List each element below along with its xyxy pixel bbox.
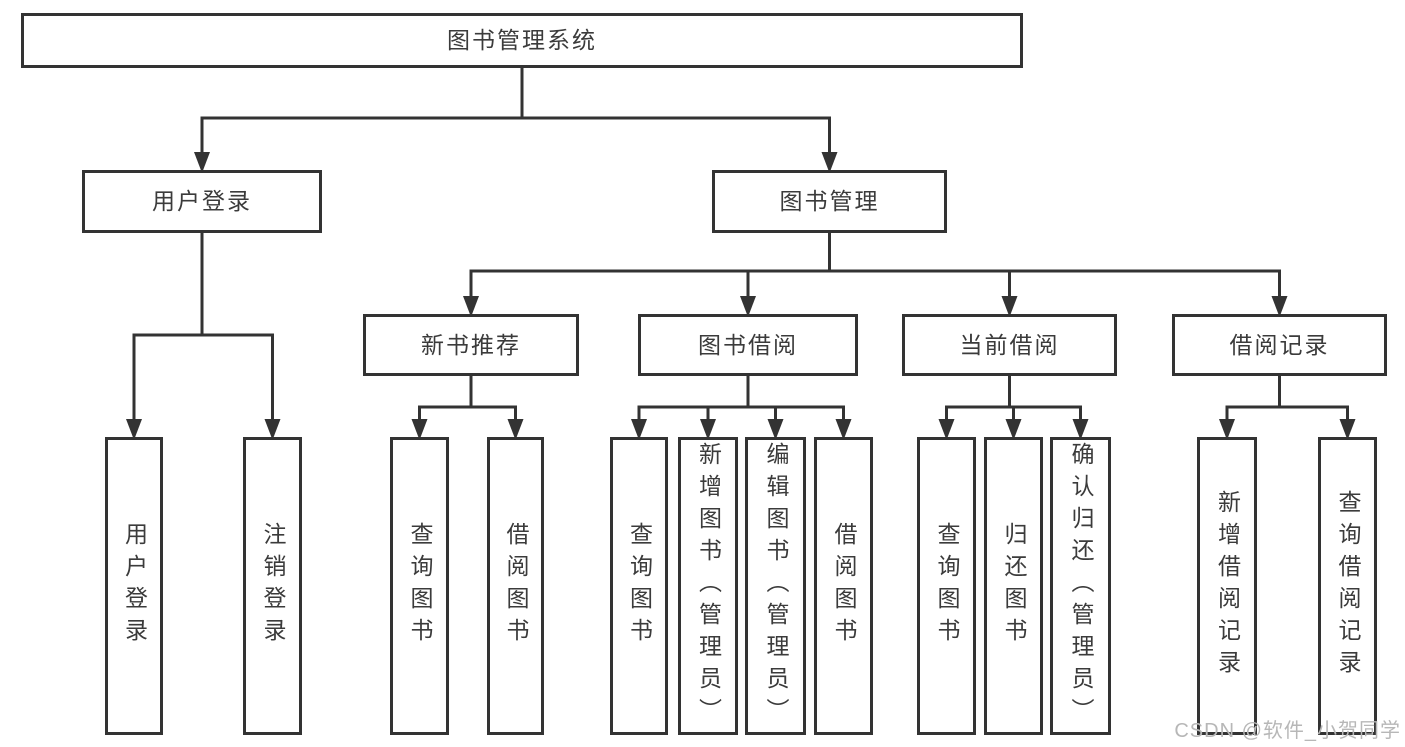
node-label-cb-confirm: 确认归还（管理员） — [1068, 442, 1094, 730]
node-label-root: 图书管理系统 — [447, 27, 597, 53]
node-label-rec-borrow-book: 借阅图书 — [503, 522, 529, 650]
node-book-borrow: 图书借阅 — [638, 314, 858, 376]
node-label-cb-return-book: 归还图书 — [1001, 522, 1027, 650]
node-label-book-mgmt: 图书管理 — [779, 188, 880, 214]
node-label-bb-borrow-book: 借阅图书 — [831, 522, 857, 650]
node-br-query-record: 查询借阅记录 — [1318, 437, 1377, 735]
node-label-br-add-record: 新增借阅记录 — [1214, 490, 1241, 682]
node-book-mgmt: 图书管理 — [712, 170, 947, 233]
node-label-user-login: 用户登录 — [152, 188, 252, 214]
node-borrow-records: 借阅记录 — [1172, 314, 1387, 376]
node-rec-query-book: 查询图书 — [390, 437, 449, 735]
node-label-rec-query-book: 查询图书 — [407, 522, 433, 650]
node-br-add-record: 新增借阅记录 — [1197, 437, 1257, 735]
node-label-new-book-rec: 新书推荐 — [421, 331, 521, 358]
node-label-current-borrow: 当前借阅 — [959, 331, 1060, 358]
node-bb-query-book: 查询图书 — [610, 437, 668, 735]
node-label-login: 用户登录 — [121, 522, 148, 650]
node-label-logout: 注销登录 — [260, 522, 286, 650]
node-cb-query-book: 查询图书 — [917, 437, 976, 735]
watermark: CSDN @软件_小贺同学 — [1174, 720, 1401, 742]
node-label-br-query-record: 查询借阅记录 — [1335, 490, 1361, 682]
node-new-book-rec: 新书推荐 — [363, 314, 579, 376]
node-root: 图书管理系统 — [21, 13, 1023, 68]
node-bb-add-book: 新增图书（管理员） — [678, 437, 738, 735]
node-label-book-borrow: 图书借阅 — [698, 331, 798, 358]
node-current-borrow: 当前借阅 — [902, 314, 1117, 376]
node-cb-confirm: 确认归还（管理员） — [1050, 437, 1111, 735]
node-bb-edit-book: 编辑图书（管理员） — [745, 437, 806, 735]
node-bb-borrow-book: 借阅图书 — [814, 437, 873, 735]
node-cb-return-book: 归还图书 — [984, 437, 1043, 735]
node-login: 用户登录 — [105, 437, 163, 735]
node-label-bb-edit-book: 编辑图书（管理员） — [763, 442, 789, 730]
node-user-login: 用户登录 — [82, 170, 322, 233]
node-label-cb-query-book: 查询图书 — [934, 522, 960, 650]
node-label-bb-query-book: 查询图书 — [626, 522, 653, 650]
node-label-bb-add-book: 新增图书（管理员） — [695, 442, 722, 730]
node-rec-borrow-book: 借阅图书 — [487, 437, 544, 735]
node-logout: 注销登录 — [243, 437, 302, 735]
node-label-borrow-records: 借阅记录 — [1229, 331, 1330, 358]
